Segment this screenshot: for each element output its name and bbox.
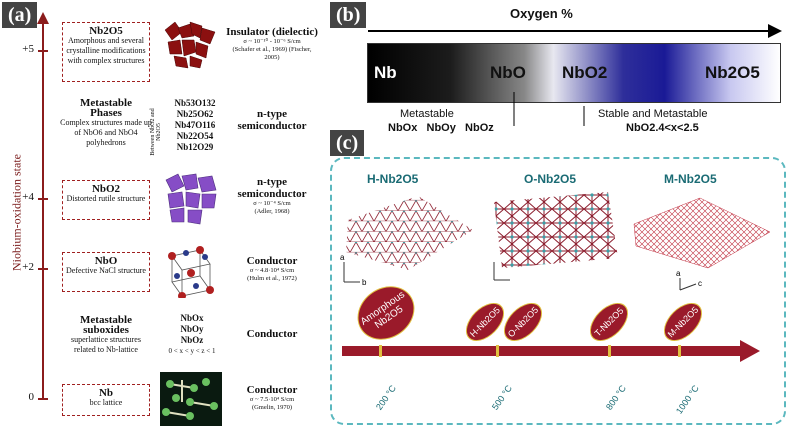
formula: Nb47O116 — [174, 120, 216, 130]
formula: Nb12O29 — [176, 142, 214, 152]
prop-nbo: Conductor σ ~ 4.8·10⁴ S/cm (Hulm et al.,… — [226, 255, 318, 283]
prop-title: n-type semiconductor — [237, 176, 307, 200]
phase-box-nbo: NbO Defective NaCl structure — [62, 252, 150, 292]
panel-c-label: (c) — [330, 130, 365, 156]
h-nb2o5-lattice: a b — [340, 196, 473, 287]
species: NbOx — [388, 122, 418, 134]
oxidation-axis — [42, 20, 44, 398]
phase-box-nbo2: NbO2 Distorted rutile structure — [62, 180, 150, 220]
tick-label: +4 — [22, 191, 34, 203]
prop-sigma: σ ~ 4.8·10⁴ S/cm — [249, 267, 295, 274]
prop-nb2o5: Insulator (dielectic) σ ~ 10⁻¹⁰ - 10⁻⁶ S… — [226, 26, 318, 62]
oxygen-label: Oxygen % — [510, 6, 573, 21]
panel-a-label: (a) — [2, 2, 38, 28]
phase-title: Metastable Phases — [80, 97, 132, 119]
tick-label: +5 — [22, 43, 34, 55]
phase-title: NbO2 — [91, 183, 121, 195]
prop-title: Conductor — [246, 255, 298, 267]
phase-desc: Amorphous and several crystalline modifi… — [66, 36, 146, 65]
suboxide-formulas: NbOx NbOy NbOz 0 < x < y < z < 1 — [160, 313, 224, 357]
prop-title: n-type semiconductor — [237, 108, 307, 132]
bar-label-nb: Nb — [374, 63, 397, 82]
phase-box-nb2o5: Nb2O5 Amorphous and several crystalline … — [62, 22, 150, 82]
panel-b-label: (b) — [330, 2, 367, 28]
tick-label: 0 — [28, 391, 35, 403]
tick-mark — [38, 398, 48, 400]
prop-nbo2: n-type semiconductor σ ~ 10⁻⁴ S/cm (Adle… — [226, 176, 318, 216]
prop-suboxides: Conductor — [226, 328, 318, 340]
prop-ref: (Gmelin, 1970) — [251, 404, 293, 411]
phase-transition-box — [330, 157, 786, 425]
phase-title: Metastable suboxides — [80, 314, 132, 336]
nb-bcc-structure-icon — [160, 372, 222, 426]
tick-mark — [38, 50, 48, 52]
prop-sigma: σ ~ 10⁻⁴ S/cm — [253, 200, 291, 207]
phase-desc: Defective NaCl structure — [66, 266, 146, 275]
struct-title-m: M-Nb2O5 — [664, 172, 717, 186]
bar-label-nbo2: NbO2 — [562, 63, 608, 82]
formula-range: 0 < x < y < z < 1 — [168, 347, 216, 355]
phase-title: Nb2O5 — [89, 25, 123, 37]
axis-letter: a — [676, 269, 681, 278]
phase-desc: Distorted rutile structure — [66, 194, 146, 203]
phase-desc: superlattice structures related to Nb-la… — [71, 335, 141, 354]
metastable-species: NbOx NbOy NbOz — [388, 122, 518, 134]
axis-letter: a — [340, 253, 345, 262]
nbo2-structure-icon — [165, 173, 217, 225]
struct-title-h: H-Nb2O5 — [367, 172, 419, 186]
axis-arrow-icon — [37, 12, 49, 24]
species: NbOz — [465, 122, 494, 134]
region-brackets — [513, 92, 585, 126]
oxygen-gradient-bar — [367, 43, 781, 103]
struct-title-o: O-Nb2O5 — [524, 172, 577, 186]
m-nb2o5-lattice: a c — [633, 197, 771, 291]
phase-desc: Complex structures made up of NbO6 and N… — [60, 118, 152, 147]
formula: Nb53O132 — [174, 98, 216, 108]
phase-title: Nb — [98, 387, 114, 399]
species: NbOy — [426, 122, 456, 134]
tick-mark — [38, 198, 48, 200]
prop-nb: Conductor σ ~ 7.5·10⁴ S/cm (Gmelin, 1970… — [226, 384, 318, 412]
prop-metastable: n-type semiconductor — [226, 108, 318, 132]
formula: Nb22O54 — [176, 131, 214, 141]
tick-mark — [38, 268, 48, 270]
stable-species: NbO2.4<x<2.5 — [626, 122, 699, 134]
region-stable: Stable and Metastable — [598, 108, 708, 120]
nbo-structure-icon — [168, 246, 214, 298]
phase-title: NbO — [94, 255, 118, 267]
phase-suboxides: Metastable suboxides superlattice struct… — [60, 312, 152, 355]
prop-sigma: σ ~ 7.5·10⁴ S/cm — [249, 396, 295, 403]
prop-ref: (Adler, 1968) — [254, 208, 290, 215]
formula: NbOy — [180, 324, 204, 334]
prop-ref: (Schafer et al., 1969) (Fischer, 2005) — [232, 46, 312, 61]
bar-label-nbo: NbO — [490, 63, 526, 82]
o-nb2o5-lattice — [493, 192, 618, 281]
bar-label-nb2o5: Nb2O5 — [705, 63, 760, 82]
prop-title: Insulator (dielectic) — [226, 26, 318, 38]
phase-box-nb: Nb bcc lattice — [62, 384, 150, 416]
formula: Nb25O62 — [176, 109, 214, 119]
formula: NbOz — [180, 335, 204, 345]
axis-letter: c — [698, 279, 702, 288]
prop-title: Conductor — [246, 384, 298, 396]
between-text: Between NbO2 and Nb2O5 — [150, 108, 162, 156]
prop-title: Conductor — [246, 328, 298, 340]
oxygen-arrow-icon — [368, 24, 782, 38]
nb2o5-structure-icon — [164, 21, 216, 69]
tick-label: +2 — [22, 261, 34, 273]
formula: NbOx — [180, 313, 204, 323]
phase-metastable: Metastable Phases Complex structures mad… — [60, 98, 152, 148]
prop-sigma: σ ~ 10⁻¹⁰ - 10⁻⁶ S/cm — [243, 38, 301, 45]
formula-list: Nb53O132 Nb25O62 Nb47O116 Nb22O54 Nb12O2… — [166, 98, 224, 153]
axis-letter: b — [362, 278, 367, 287]
between-label: Between NbO2 and Nb2O5 — [150, 102, 162, 162]
temperature-timeline — [342, 340, 760, 362]
phase-desc: bcc lattice — [89, 398, 123, 407]
prop-ref: (Hulm et al., 1972) — [247, 275, 297, 282]
region-metastable: Metastable — [400, 108, 454, 120]
